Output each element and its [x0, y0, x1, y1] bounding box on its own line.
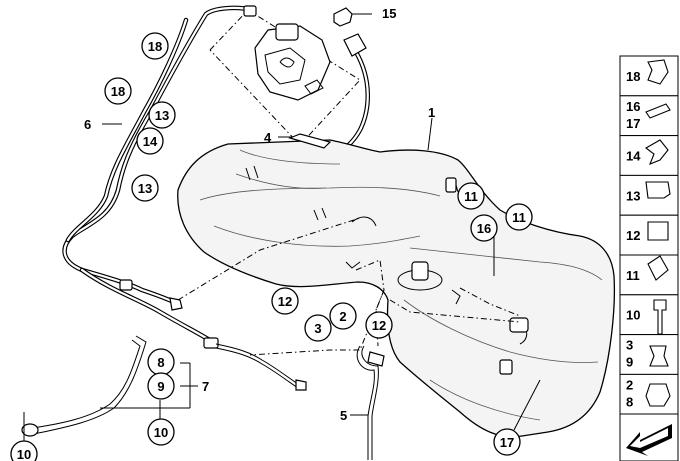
callout-18a: 18	[141, 32, 169, 60]
nav-arrow-icon	[619, 413, 679, 461]
callout-9: 9	[147, 372, 175, 400]
svg-text:18: 18	[111, 84, 125, 99]
svg-text:17: 17	[500, 435, 514, 450]
legend-number: 9	[626, 355, 633, 370]
fuel-lines	[62, 5, 257, 349]
carbon-canister-assembly	[209, 9, 361, 146]
legend-number: 10	[626, 308, 640, 323]
part-10-bent-pipe	[21, 335, 147, 448]
callout-18b: 18	[104, 77, 132, 105]
legend-number: 17	[626, 116, 640, 131]
legend-number: 8	[626, 394, 633, 409]
svg-text:10: 10	[17, 447, 31, 461]
svg-text:13: 13	[138, 181, 152, 196]
legend-number: 14	[626, 149, 641, 164]
breather-hose	[215, 343, 307, 391]
callout-13a: 13	[148, 101, 176, 129]
legend-number: 12	[626, 228, 640, 243]
svg-text:8: 8	[157, 355, 164, 370]
legend-number: 11	[626, 268, 640, 283]
legend-number: 3	[626, 338, 633, 353]
legend-part-icon	[645, 139, 669, 165]
legend-number: 16	[626, 99, 640, 114]
callout-10a: 10	[147, 418, 175, 446]
callout-17: 17	[493, 428, 521, 456]
legend-part-icon	[647, 255, 669, 281]
svg-text:11: 11	[464, 189, 478, 204]
legend-row	[619, 135, 679, 176]
callout-10b: 10	[10, 440, 38, 461]
svg-text:2: 2	[339, 309, 346, 324]
svg-text:10: 10	[154, 425, 168, 440]
svg-text:9: 9	[157, 379, 164, 394]
legend-number: 2	[626, 377, 633, 392]
legend-part-icon	[647, 221, 669, 241]
legend-number: 13	[626, 188, 640, 203]
legend-row	[619, 254, 679, 296]
callout-leaders	[100, 117, 495, 420]
callout-12b: 12	[365, 311, 393, 339]
label-6: 6	[84, 117, 91, 132]
legend-part-icon	[645, 181, 671, 199]
svg-text:14: 14	[143, 134, 158, 149]
callout-16: 16	[470, 214, 498, 242]
callout-2: 2	[329, 302, 357, 330]
label-5: 5	[340, 408, 347, 423]
parts-legend: 18 16 17 14 13 12 11 10 3 9 2 8	[619, 55, 679, 461]
legend-part-icon	[653, 299, 667, 335]
legend-part-icon	[645, 383, 671, 407]
svg-text:3: 3	[314, 321, 321, 336]
fuel-tank	[177, 139, 616, 438]
svg-text:13: 13	[155, 108, 169, 123]
legend-part-icon	[645, 103, 671, 119]
filler-neck	[329, 33, 370, 161]
svg-text:11: 11	[512, 210, 526, 225]
legend-part-icon	[647, 59, 669, 85]
legend-row	[619, 294, 679, 336]
svg-text:18: 18	[148, 39, 162, 54]
callout-11b: 11	[505, 203, 533, 231]
legend-number: 18	[626, 69, 640, 84]
callout-13b: 13	[131, 174, 159, 202]
legend-part-icon	[649, 345, 669, 367]
label-4: 4	[264, 130, 272, 145]
label-1: 1	[428, 105, 435, 120]
part-5-hose	[350, 345, 385, 460]
part-15-cap	[333, 7, 372, 27]
svg-text:12: 12	[278, 294, 292, 309]
label-15: 15	[382, 6, 396, 21]
callout-14: 14	[136, 127, 164, 155]
svg-text:12: 12	[372, 318, 386, 333]
label-7: 7	[202, 379, 209, 394]
callout-3: 3	[304, 314, 332, 342]
callout-8: 8	[147, 348, 175, 376]
part-4-strap	[278, 133, 332, 149]
svg-text:16: 16	[477, 221, 491, 236]
callout-12a: 12	[271, 287, 299, 315]
callout-11a: 11	[457, 182, 485, 210]
